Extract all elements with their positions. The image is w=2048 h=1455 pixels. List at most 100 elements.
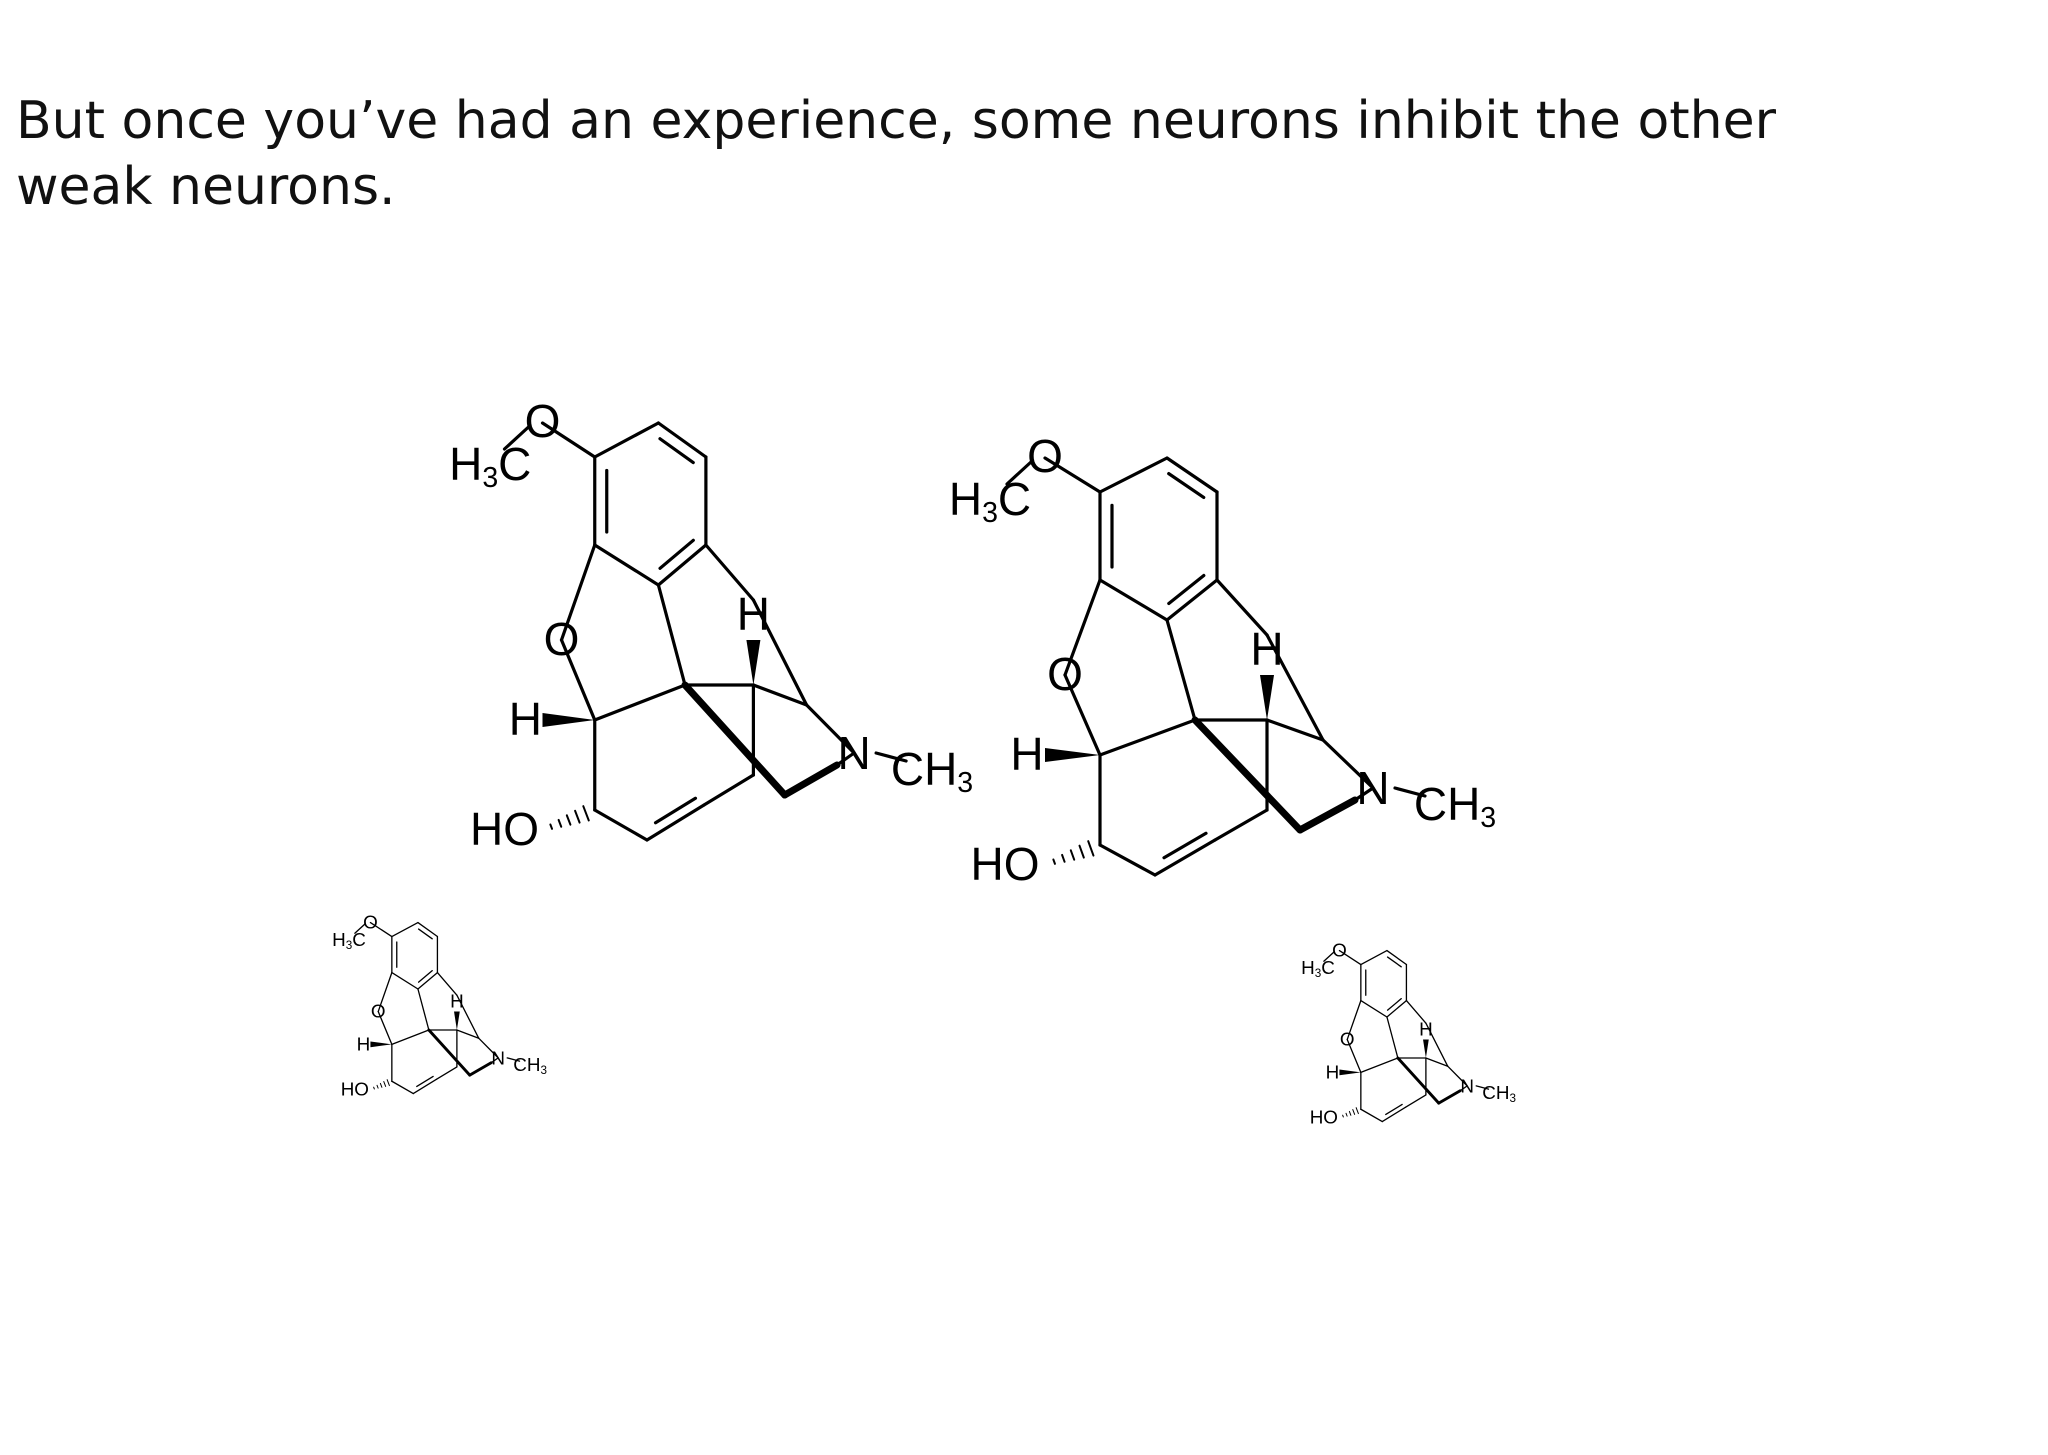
nitrogen-label: N — [491, 1047, 505, 1068]
bond — [391, 1029, 430, 1046]
ring-hydrogen-label: H — [1326, 1062, 1340, 1083]
n-methyl-label: CH3 — [1482, 1082, 1516, 1105]
wedge-bond — [746, 640, 761, 685]
bond — [1459, 1085, 1468, 1092]
bond — [874, 751, 908, 763]
bond — [1346, 999, 1362, 1041]
hydroxyl-label-part: HO — [470, 803, 539, 855]
bond — [436, 971, 458, 996]
methyl-group-label: H3C — [1301, 957, 1335, 980]
bond — [417, 988, 430, 1031]
bond — [1475, 1085, 1490, 1090]
hash-bond — [1087, 840, 1095, 857]
double-bond-line — [658, 437, 695, 465]
bond — [1396, 1056, 1441, 1105]
hash-bond — [1061, 853, 1066, 863]
ring-hydrogen-label-part: H — [1326, 1062, 1340, 1083]
bond — [1386, 949, 1408, 966]
nitrogen-label-part: N — [1460, 1075, 1474, 1096]
hash-bond — [565, 814, 572, 826]
bond — [1063, 673, 1102, 757]
bond — [1338, 949, 1362, 966]
hydroxyl-label-part: HO — [341, 1079, 369, 1100]
methyl-group-label-part: C — [498, 438, 531, 490]
bond — [435, 1066, 458, 1080]
double-bond-line — [1385, 1103, 1403, 1116]
nitrogen-label: N — [1460, 1075, 1474, 1096]
methoxy-oxygen-label: O — [1027, 430, 1063, 482]
n-methyl-label-part: 3 — [1509, 1092, 1516, 1105]
bond — [1005, 460, 1033, 486]
bond — [1165, 578, 1219, 622]
double-bond-line — [1162, 831, 1208, 860]
methyl-group-label-part: 3 — [1315, 967, 1322, 980]
bond — [704, 543, 755, 602]
bond — [1215, 578, 1269, 637]
bond — [502, 425, 531, 451]
hash-bond — [549, 823, 554, 830]
ring-oxygen-label-part: O — [1340, 1029, 1355, 1050]
n-methyl-label-part: CH — [513, 1054, 540, 1075]
wedge-bond — [542, 713, 595, 727]
bridge-hydrogen-label: H — [1419, 1018, 1433, 1039]
methyl-group-label: H3C — [449, 438, 531, 494]
bond — [377, 971, 393, 1013]
bond — [456, 1029, 480, 1039]
hydroxyl-label-part: HO — [1310, 1107, 1338, 1128]
n-methyl-label-part: CH — [1482, 1082, 1509, 1103]
hash-bond — [557, 818, 563, 828]
bond — [751, 683, 809, 707]
bond — [1296, 796, 1359, 834]
methoxy-oxygen-label-part: O — [1027, 430, 1063, 482]
bond — [751, 598, 809, 707]
bond — [1265, 718, 1325, 742]
ring-oxygen-label-part: O — [544, 613, 580, 665]
hydroxyl-label: HO — [971, 838, 1040, 890]
wedge-bond — [370, 1041, 392, 1048]
hash-bond — [1345, 1112, 1348, 1117]
bond — [1425, 1057, 1449, 1067]
bond — [1321, 738, 1375, 790]
bond — [478, 1037, 499, 1059]
double-bond-line — [1167, 573, 1206, 606]
methyl-group-label-part: 3 — [346, 939, 353, 952]
bond — [1165, 618, 1197, 722]
n-methyl-label-part: 3 — [1480, 802, 1496, 834]
bond — [1360, 1057, 1399, 1074]
n-methyl-label-part: CH — [1414, 778, 1480, 830]
bridge-hydrogen-label-part: H — [450, 990, 464, 1011]
bond — [1360, 949, 1388, 966]
bond — [417, 971, 439, 990]
hash-bond — [1355, 1107, 1359, 1115]
bond — [1043, 456, 1102, 494]
ring-hydrogen-label-part: H — [357, 1034, 371, 1055]
bond — [427, 1028, 472, 1077]
n-methyl-label-part: 3 — [957, 767, 973, 799]
bond — [1098, 456, 1169, 494]
bond — [645, 803, 706, 842]
methoxy-oxygen-label: O — [1332, 939, 1347, 960]
bond — [417, 921, 439, 938]
methoxy-oxygen-label: O — [525, 395, 561, 447]
n-methyl-label-part: CH — [891, 743, 957, 795]
n-methyl-label: CH3 — [513, 1054, 547, 1077]
hash-bond — [1352, 1109, 1356, 1115]
ring-hydrogen-label-part: H — [509, 693, 542, 745]
nitrogen-label-part: N — [491, 1047, 505, 1068]
hash-bond — [1348, 1110, 1352, 1116]
methyl-group-label-part: H — [449, 438, 482, 490]
bond — [656, 421, 708, 459]
hash-bond — [582, 805, 590, 822]
bond — [702, 773, 755, 807]
methoxy-oxygen-label-part: O — [363, 911, 378, 932]
hash-bond — [1069, 849, 1076, 861]
hash-bond — [383, 1081, 387, 1087]
slide-title: But once you’ve had an experience, some … — [16, 88, 1816, 220]
bond — [1098, 578, 1169, 622]
bond — [656, 583, 687, 687]
bond — [369, 921, 393, 938]
methoxy-oxygen-label-part: O — [525, 395, 561, 447]
bond — [1386, 1016, 1399, 1059]
bridge-hydrogen-label-part: H — [737, 588, 770, 640]
